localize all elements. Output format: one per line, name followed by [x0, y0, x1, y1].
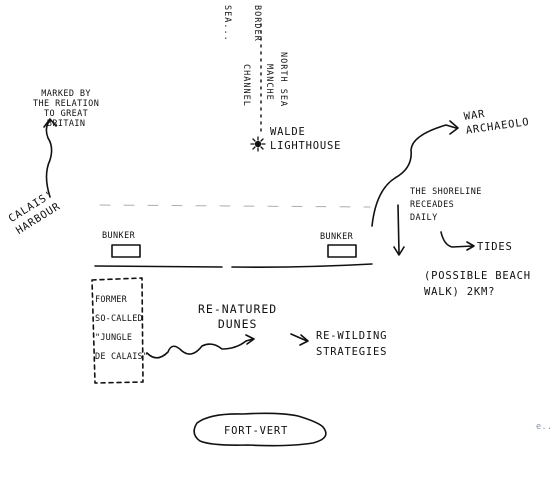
lighthouse-icon — [250, 136, 266, 152]
sea-label: SEA... — [222, 5, 232, 42]
rewilding-label: RE-WILDING STRATEGIES — [316, 330, 388, 358]
tides-label: TIDES — [477, 241, 513, 253]
relation-label: MARKED BY THE RELATION TO GREAT BRITAIN — [33, 89, 100, 129]
dunes-label: RE-NATURED DUNES — [198, 302, 278, 331]
north-sea-label: NORTH SEA — [278, 52, 288, 108]
beach-label: (POSSIBLE BEACH WALK) 2KM? — [424, 270, 531, 298]
tides-arrow — [440, 231, 474, 248]
rewilding-arrow — [290, 333, 308, 342]
faint-shoreline — [99, 204, 371, 208]
war-arrow-head — [449, 120, 459, 135]
coastline-left — [94, 265, 223, 268]
lighthouse-label: WALDE LIGHTHOUSE — [270, 126, 342, 152]
shoreline-arrow — [397, 204, 400, 254]
border-label: BORDER — [252, 5, 262, 42]
shoreline-label: THE SHORELINE RECEADES DAILY — [410, 187, 482, 223]
manche-label: MANCHE — [264, 64, 274, 101]
dunes-arrow — [146, 338, 254, 359]
dunes-arrow-head — [245, 334, 255, 345]
jungle-label: FORMER SO-CALLED "JUNGLE DE CALAIS" — [95, 295, 149, 362]
fort-vert-label: FORT-VERT — [224, 425, 289, 437]
bunker-left-box — [111, 244, 141, 258]
fort-outline — [193, 412, 327, 447]
jungle-dotted-outline — [91, 277, 144, 384]
harbour-arrow-head — [43, 118, 57, 128]
bunker-left-label: BUNKER — [102, 231, 136, 241]
war-arrow — [371, 124, 457, 227]
coastline-right — [231, 263, 373, 268]
rewilding-arrow-head — [299, 334, 309, 346]
bunker-right-label: BUNKER — [320, 232, 354, 242]
shoreline-arrow-head — [393, 246, 405, 256]
bunker-right-box — [327, 244, 357, 258]
corner-mark: e.. — [536, 422, 553, 432]
channel-label: CHANNEL — [241, 64, 251, 107]
tides-arrow-head — [466, 241, 475, 251]
harbour-arrow — [45, 119, 53, 198]
